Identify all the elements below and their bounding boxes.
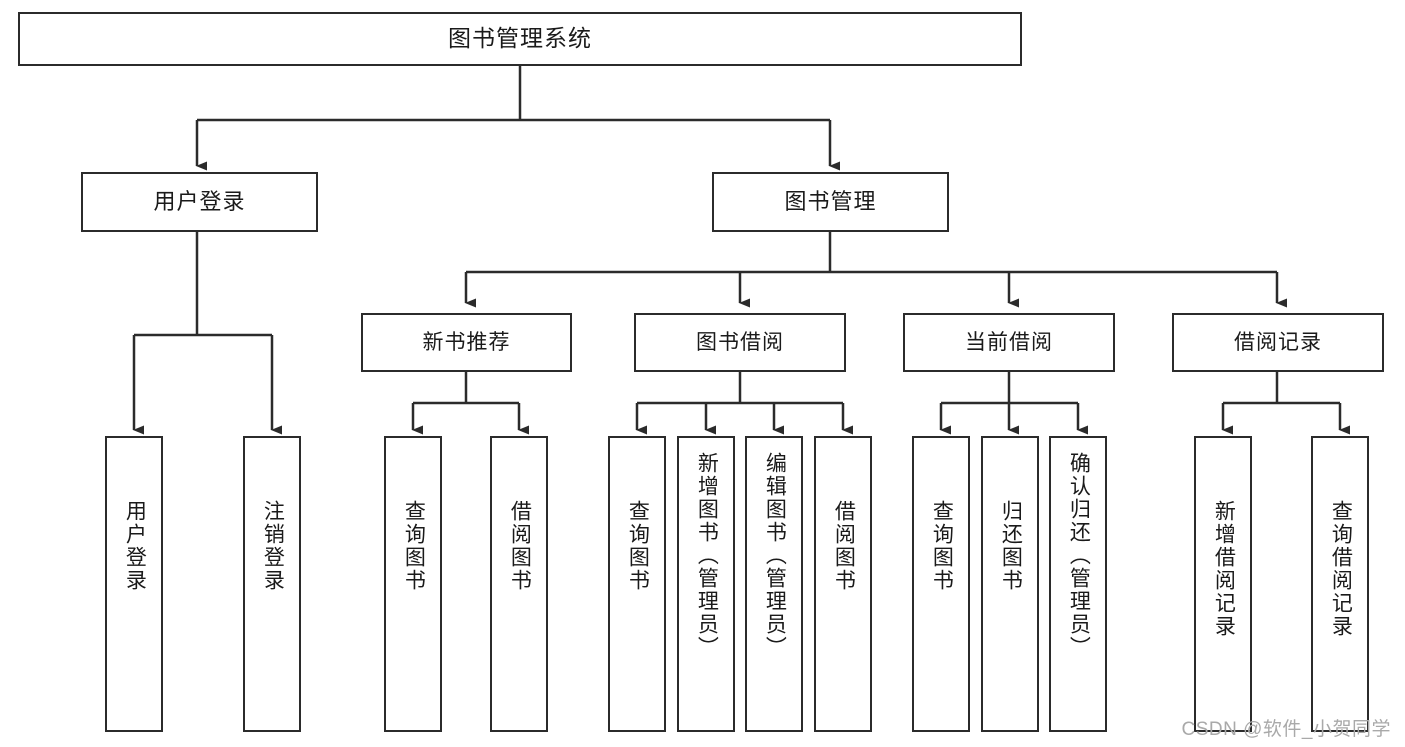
leaf-query-book-3[interactable]: 查询图书 [912,436,970,732]
node-borrowing-records[interactable]: 借阅记录 [1172,313,1384,372]
node-label: 查询图书 [930,500,954,592]
node-label: 借阅记录 [1234,330,1322,354]
leaf-add-book-admin[interactable]: 新增图书（管理员） [677,436,735,732]
node-book-management[interactable]: 图书管理 [712,172,949,232]
leaf-query-borrowing-record[interactable]: 查询借阅记录 [1311,436,1369,732]
node-label: 借阅图书 [508,500,532,592]
node-label: 图书借阅 [696,330,784,354]
leaf-user-login[interactable]: 用户登录 [105,436,163,732]
node-label: 编辑图书（管理员） [763,452,787,659]
node-label: 图书管理 [784,188,877,214]
node-root-book-management-system[interactable]: 图书管理系统 [18,12,1022,66]
leaf-borrow-book-1[interactable]: 借阅图书 [490,436,548,732]
leaf-query-book-2[interactable]: 查询图书 [608,436,666,732]
leaf-confirm-return-admin[interactable]: 确认归还（管理员） [1049,436,1107,732]
node-label: 用户登录 [123,500,147,592]
node-label: 查询借阅记录 [1329,500,1353,638]
node-label: 查询图书 [402,500,426,592]
node-label: 新书推荐 [422,330,511,354]
node-label: 查询图书 [626,500,650,592]
node-label: 图书管理系统 [448,25,592,52]
leaf-query-book-1[interactable]: 查询图书 [384,436,442,732]
node-label: 注销登录 [261,500,285,592]
node-new-book-recommendation[interactable]: 新书推荐 [361,313,572,372]
leaf-edit-book-admin[interactable]: 编辑图书（管理员） [745,436,803,732]
node-label: 新增图书（管理员） [695,452,719,659]
node-book-borrowing[interactable]: 图书借阅 [634,313,846,372]
leaf-return-book[interactable]: 归还图书 [981,436,1039,732]
node-label: 用户登录 [153,188,246,214]
node-label: 新增借阅记录 [1212,500,1236,638]
node-label: 归还图书 [999,500,1023,592]
node-label: 确认归还（管理员） [1067,452,1091,659]
leaf-user-logout[interactable]: 注销登录 [243,436,301,732]
node-user-login[interactable]: 用户登录 [81,172,318,232]
leaf-borrow-book-2[interactable]: 借阅图书 [814,436,872,732]
leaf-add-borrowing-record[interactable]: 新增借阅记录 [1194,436,1252,732]
node-label: 借阅图书 [832,500,856,592]
node-label: 当前借阅 [965,330,1053,354]
node-current-borrowing[interactable]: 当前借阅 [903,313,1115,372]
